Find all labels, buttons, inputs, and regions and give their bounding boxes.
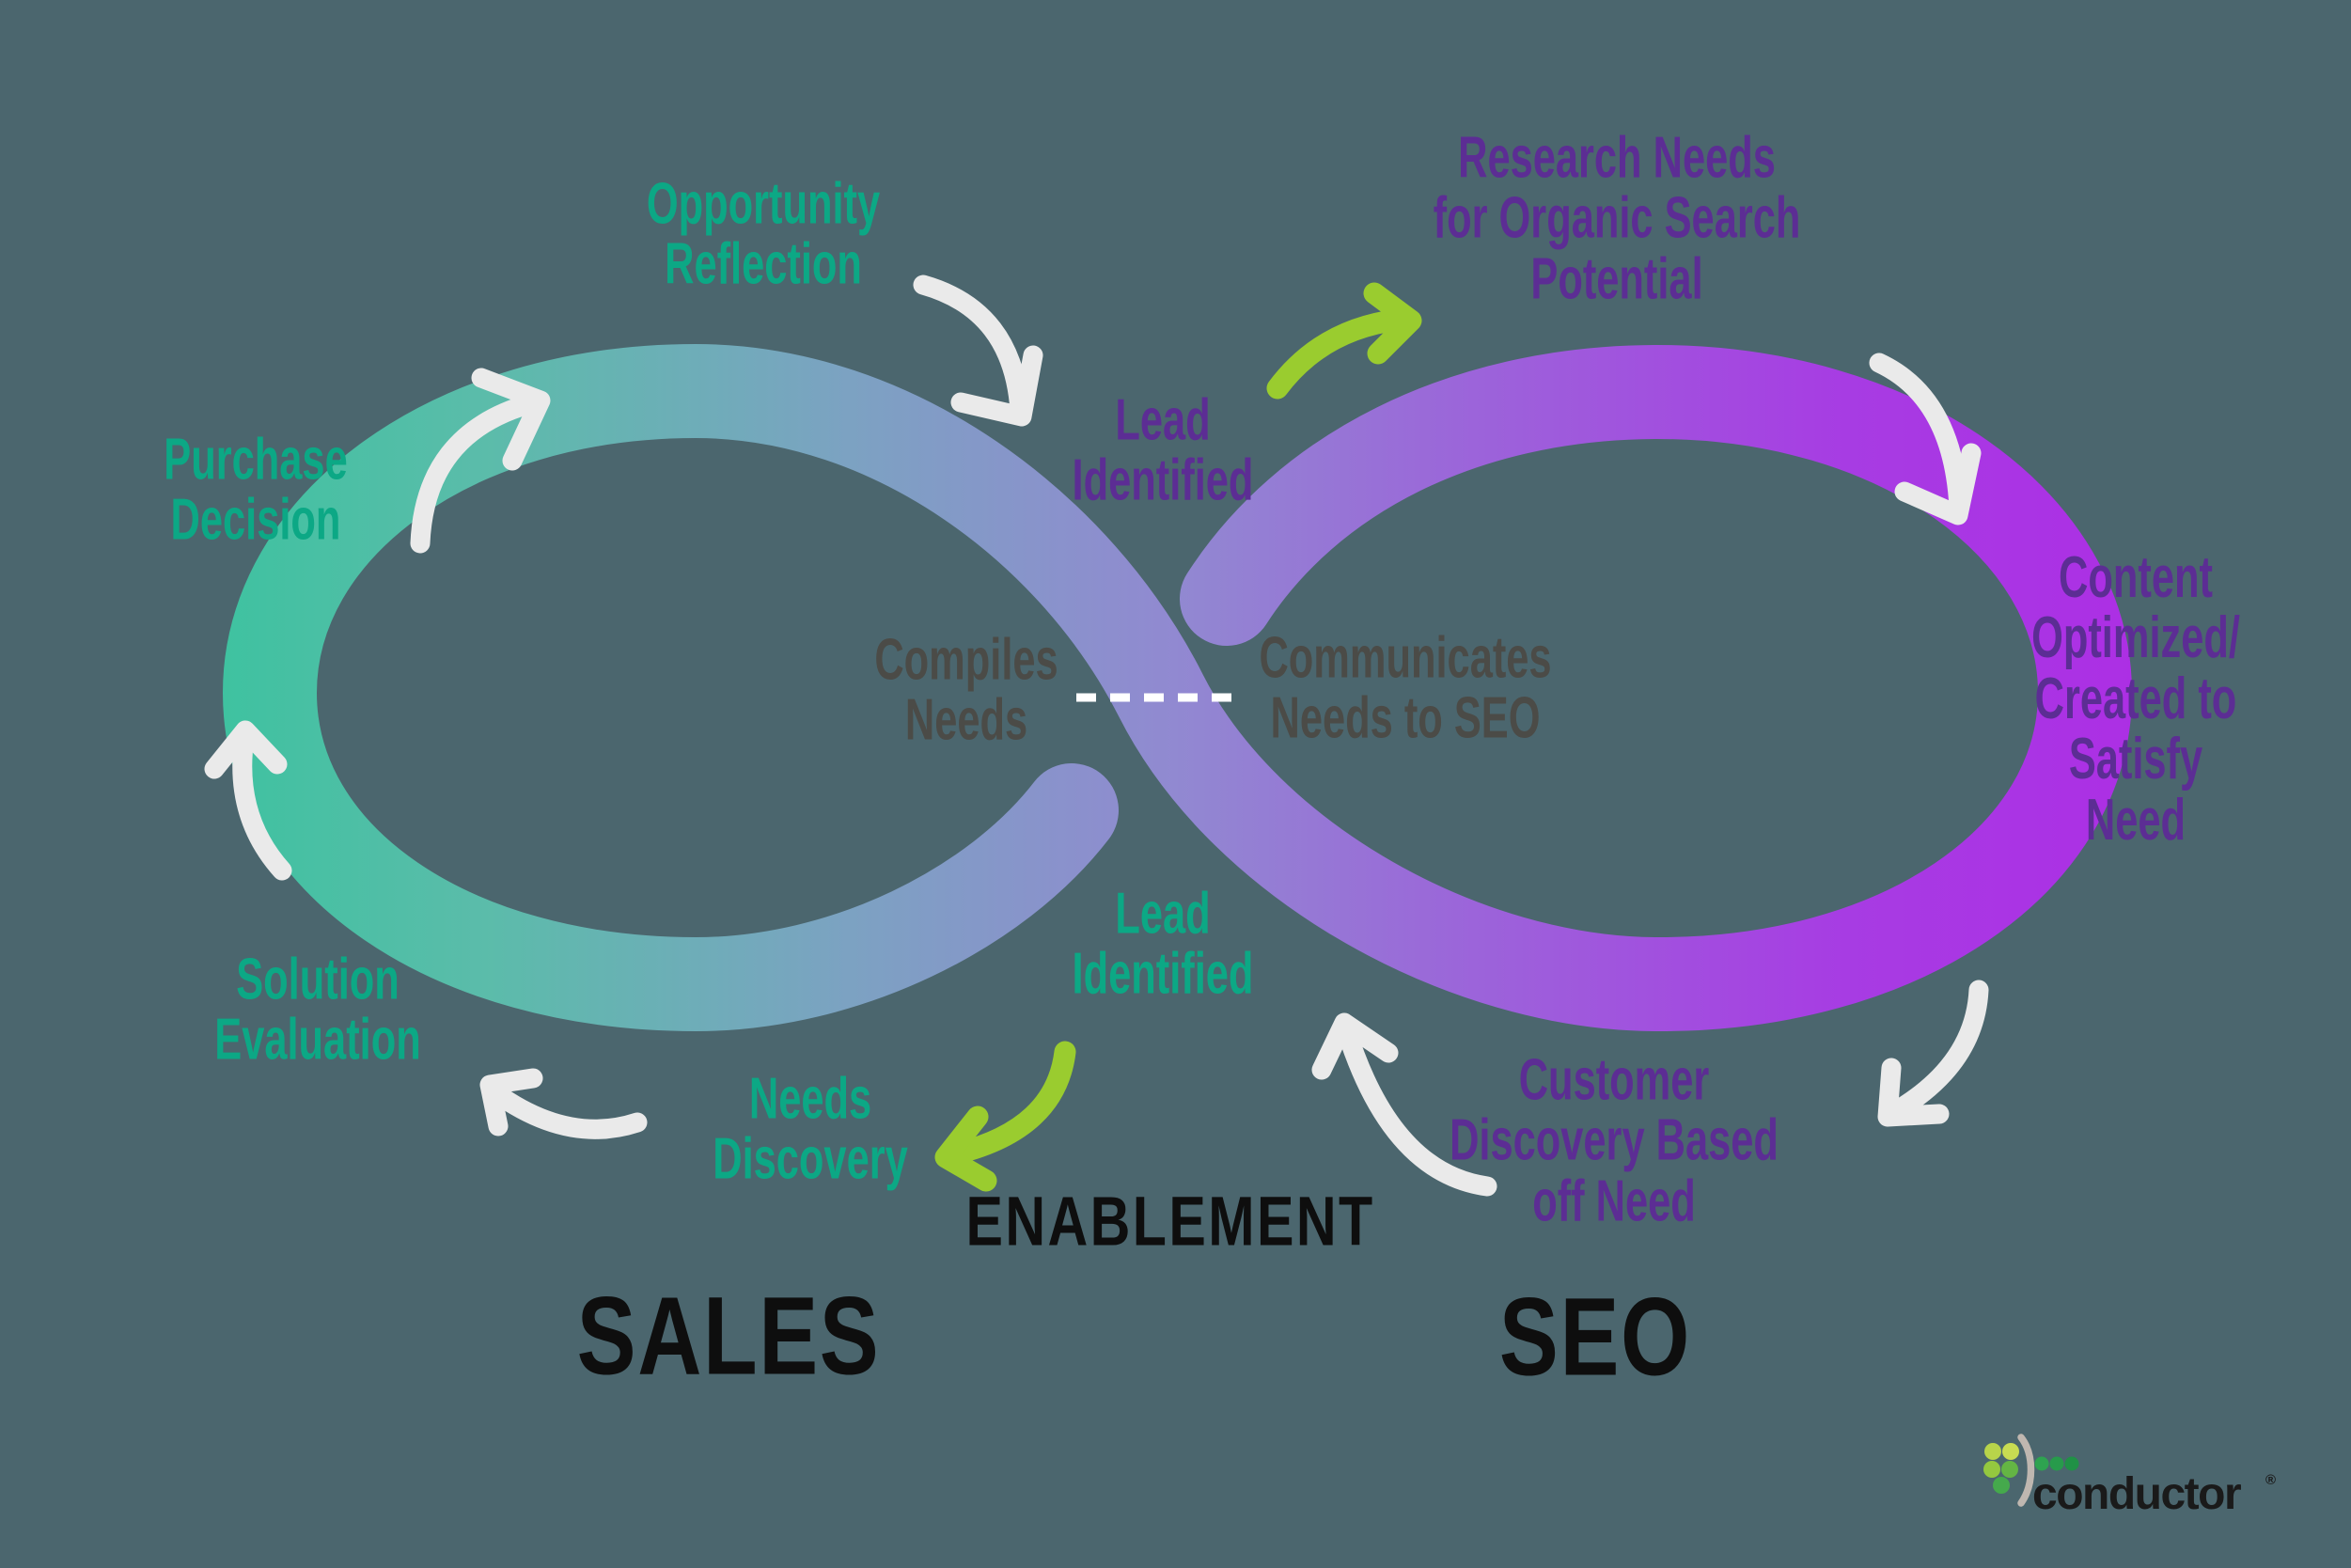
green-handoff-arrows [934, 282, 1422, 1192]
conductor-wordmark: conductor [2032, 1469, 2241, 1519]
stage-needs-discovery: Needs Discovery [713, 1066, 908, 1192]
conductor-logo: conductor ® [1983, 1434, 2276, 1519]
arrow-purchase-to-opportunity [410, 368, 551, 554]
arrow-opportunity-to-loop [913, 274, 1043, 427]
stage-purchase-decision: Purchase Decision [164, 427, 348, 553]
arrow-solution-to-purchase [204, 720, 292, 881]
arrow-content-to-customer [1877, 980, 1989, 1127]
stage-opportunity-reflection: Opportunity Reflection [646, 171, 881, 297]
arrow-lead-to-research [1266, 282, 1422, 400]
stage-lead-identified-seo: Lead Identified [1072, 387, 1254, 513]
arrow-needs-to-solution [479, 1068, 648, 1139]
stage-content-optimized: Content Optimized/ Created to Satisfy Ne… [2031, 544, 2240, 853]
stage-lead-identified-sales: Lead Identified [1072, 881, 1254, 1007]
stage-research-needs: Research Needs for Organic Search Potent… [1433, 125, 1801, 312]
conductor-logo-dots-icon [1983, 1434, 2079, 1507]
handoff-compiles-needs: Compiles Needs [874, 627, 1058, 753]
title-enablement: ENABLEMENT [965, 1182, 1375, 1261]
arrow-customer-to-loop [1311, 1012, 1497, 1197]
handoff-communicates-needs: Communicates Needs to SEO [1259, 625, 1552, 751]
arrow-research-to-content [1869, 353, 1982, 525]
title-sales: SALES [576, 1274, 881, 1399]
title-seo: SEO [1498, 1275, 1692, 1400]
stage-solution-evaluation: Solution Evaluation [214, 947, 421, 1073]
infinity-loop-path [222, 343, 2133, 1032]
white-flow-arrows [204, 274, 1989, 1197]
stage-customer-discovery: Customer Discovery Based off Need [1450, 1047, 1779, 1234]
registered-trademark-icon: ® [2265, 1472, 2276, 1488]
arrow-lead-to-needs-discovery [934, 1041, 1076, 1192]
